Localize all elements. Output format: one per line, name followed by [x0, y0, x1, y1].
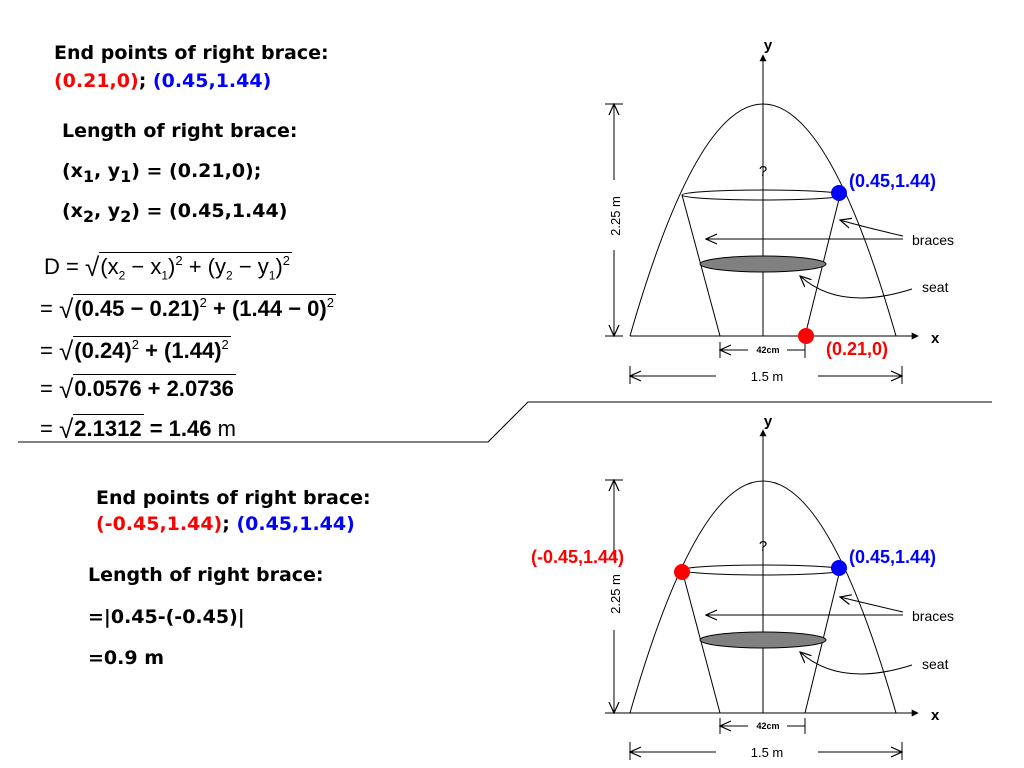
braces-label: braces	[912, 232, 954, 248]
radicand-3: (0.24)2 + (1.44)2	[73, 336, 231, 363]
top-length-heading: Length of right brace:	[62, 120, 298, 142]
braces-arrow-2	[840, 597, 904, 613]
radicand-5: 2.1312	[73, 414, 144, 441]
bottom-separator: ;	[222, 513, 230, 535]
seat-label: seat	[922, 279, 949, 295]
p1-value: ) = (0.21,0);	[131, 160, 262, 182]
p2-y-sub: 2	[120, 206, 132, 226]
braces-label: braces	[912, 608, 954, 624]
p1-y-sub: 1	[120, 166, 132, 186]
blue-point	[831, 185, 847, 201]
y-axis-label: y	[764, 413, 773, 430]
gap-label: 42cm	[756, 721, 779, 731]
x-axis-label: x	[931, 707, 940, 724]
p1-x: (x	[62, 160, 83, 182]
question-mark: ?	[759, 163, 767, 180]
top-point1-line: (x1, y1) = (0.21,0);	[62, 162, 261, 185]
top-endpoints-values: (0.21,0); (0.45,1.44)	[54, 72, 271, 91]
seat-arrow	[800, 652, 913, 675]
bottom-endpoints-values: (-0.45,1.44); (0.45,1.44)	[96, 515, 355, 534]
y-axis-label: y	[764, 37, 773, 54]
top-endpoints-heading: End points of right brace:	[54, 42, 329, 64]
red-point	[798, 328, 814, 344]
seat-arrow	[800, 276, 913, 299]
top-endpoint-b: (0.45,1.44)	[152, 70, 272, 92]
p2-x-sub: 2	[82, 206, 94, 226]
height-label: 2.25 m	[608, 574, 623, 614]
bottom-calc-1: =|0.45-(-0.45)|	[88, 606, 245, 628]
seat	[699, 255, 827, 273]
formula-line-4: = √0.0576 + 2.0736	[40, 374, 236, 402]
bottom-calc-2: =0.9 m	[88, 647, 164, 669]
top-point2-line: (x2, y2) = (0.45,1.44)	[62, 202, 287, 225]
width-label: 1.5 m	[751, 745, 784, 760]
formula-line-1: D = √(x2 − x1)2 + (y2 − y1)2	[44, 252, 293, 283]
width-label: 1.5 m	[751, 369, 784, 384]
top-endpoint-a: (0.21,0)	[54, 70, 139, 92]
blue-point	[831, 560, 847, 576]
sqrt-icon: √	[58, 414, 74, 444]
sqrt-icon: √	[84, 252, 100, 282]
bottom-endpoint-b: (0.45,1.44)	[236, 513, 355, 535]
parabola	[629, 480, 897, 714]
formula-lhs: D =	[44, 254, 79, 279]
question-mark: ?	[759, 538, 767, 555]
eq-sign-3: =	[40, 338, 53, 363]
eq-sign-2: =	[40, 296, 53, 321]
bottom-endpoint-a: (-0.45,1.44)	[96, 513, 223, 535]
seat	[699, 631, 827, 649]
distance-result: = 1.46	[149, 416, 212, 441]
eq-sign-5: =	[40, 416, 53, 441]
radicand-4: 0.0576 + 2.0736	[73, 374, 236, 401]
sqrt-icon: √	[58, 374, 74, 404]
p2-x: (x	[62, 200, 83, 222]
radicand-1: (x2 − x1)2 + (y2 − y1)2	[99, 252, 293, 283]
gap-label: 42cm	[756, 345, 779, 355]
bottom-endpoints-heading: End points of right brace:	[96, 487, 371, 509]
p1-y: , y	[93, 160, 121, 182]
top-separator: ;	[138, 70, 147, 92]
diagram-bottom: 2.25 m 1.5 m 42cm ? y x braces seat (0.4…	[531, 413, 954, 760]
sqrt-icon: √	[58, 336, 74, 366]
p2-value: ) = (0.45,1.44)	[131, 200, 288, 222]
red-point-label: (-0.45,1.44)	[531, 547, 624, 567]
blue-point-label: (0.45,1.44)	[849, 547, 936, 567]
formula-line-5: = √2.1312 = 1.46 m	[40, 414, 236, 442]
distance-unit: m	[217, 416, 236, 441]
x-axis-label: x	[931, 330, 940, 347]
red-point-label: (0.21,0)	[826, 339, 888, 359]
braces-arrow-2	[840, 220, 904, 237]
parabola	[629, 103, 897, 337]
height-label: 2.25 m	[608, 196, 623, 236]
blue-point-label: (0.45,1.44)	[849, 171, 936, 191]
formula-line-2: = √(0.45 − 0.21)2 + (1.44 − 0)2	[40, 294, 336, 322]
diagram-top: 2.25 m 1.5 m 42cm ? y x braces seat (0.4…	[604, 37, 954, 384]
p1-x-sub: 1	[82, 166, 94, 186]
bottom-length-heading: Length of right brace:	[88, 564, 324, 586]
sqrt-icon: √	[58, 294, 74, 324]
radicand-2: (0.45 − 0.21)2 + (1.44 − 0)2	[73, 294, 336, 321]
seat-label: seat	[922, 656, 949, 672]
formula-line-3: = √(0.24)2 + (1.44)2	[40, 336, 231, 364]
p2-y: , y	[93, 200, 121, 222]
section-divider	[18, 401, 992, 443]
eq-sign-4: =	[40, 376, 53, 401]
red-point	[674, 564, 690, 580]
